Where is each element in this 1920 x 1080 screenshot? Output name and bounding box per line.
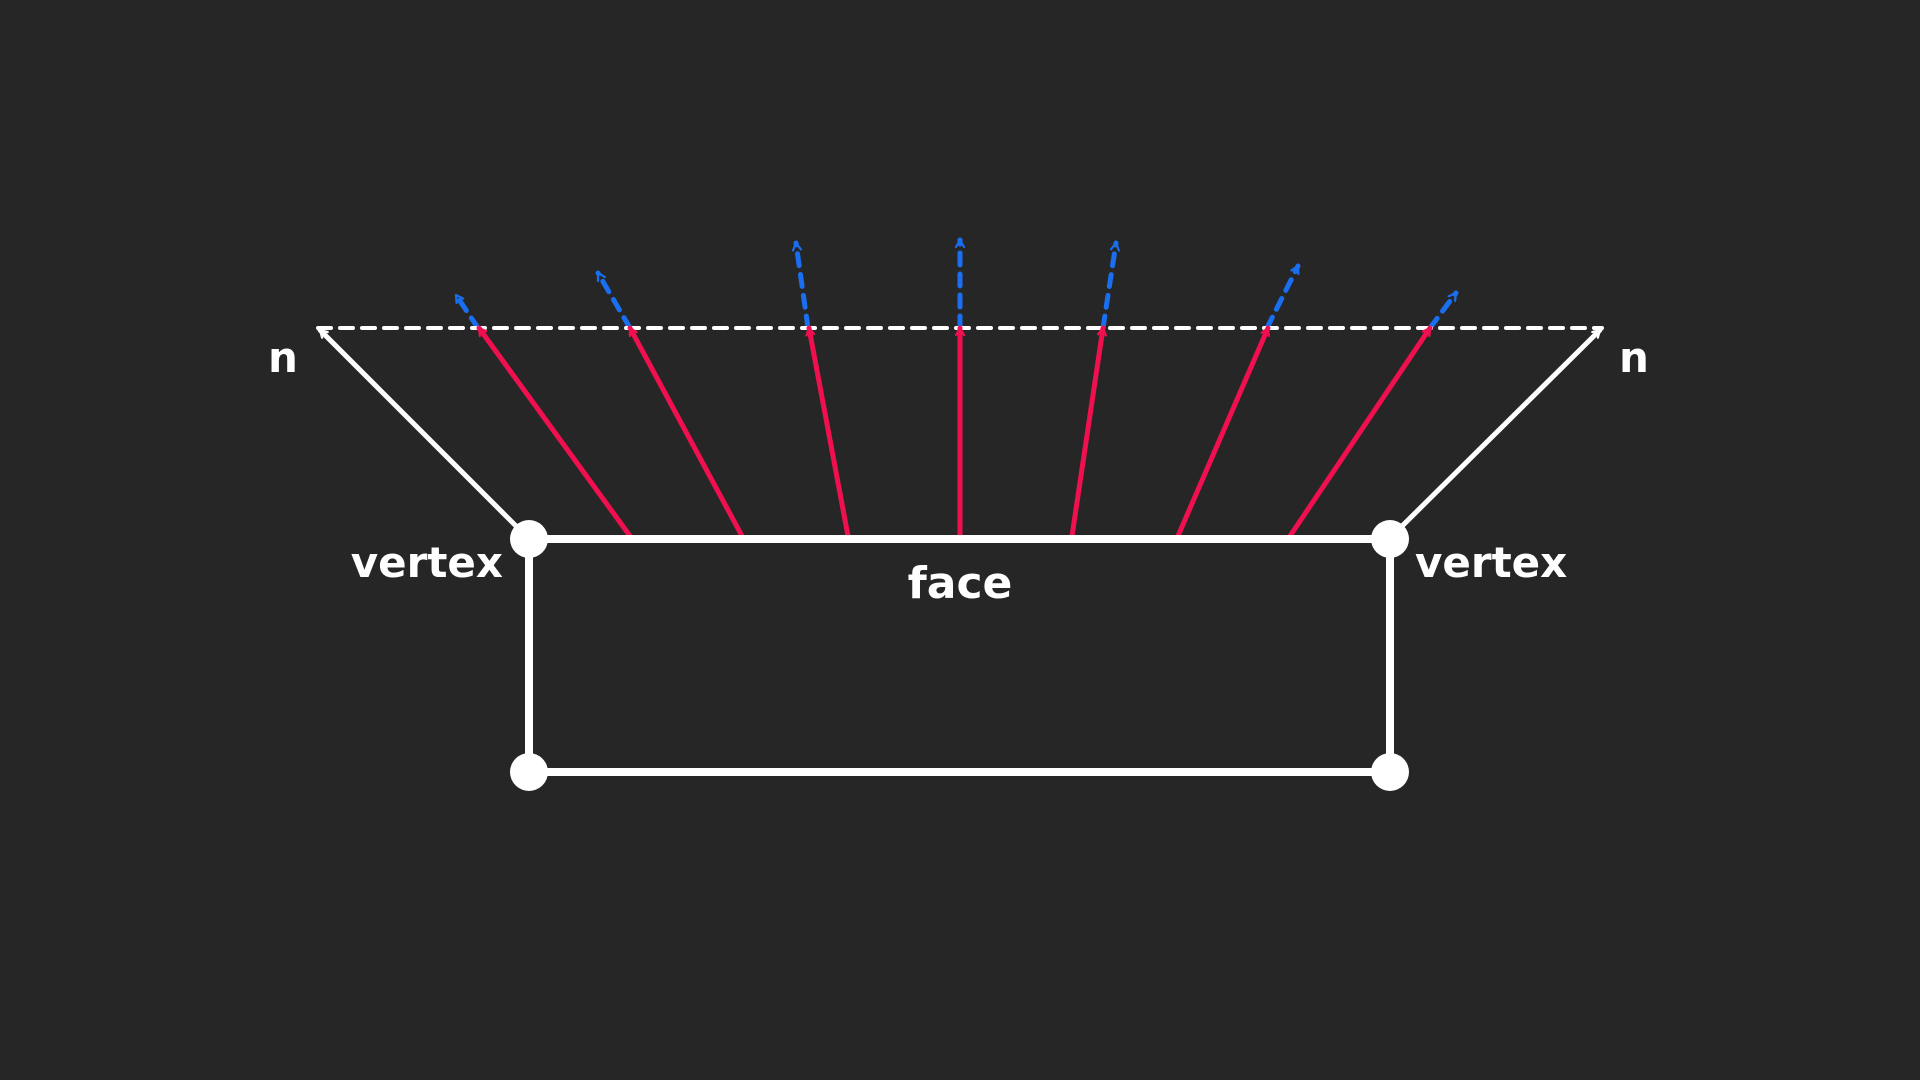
- red-arrow-3: [809, 325, 851, 539]
- vertex-top-right: [1371, 520, 1409, 558]
- vertex-normal-left: [317, 327, 531, 541]
- red-arrow-2: [627, 325, 745, 539]
- vertex-label-right: vertex: [1415, 538, 1567, 587]
- blue-arrow-3: [796, 240, 811, 331]
- red-arrow-6: [1175, 325, 1271, 539]
- vertex-bottom-right: [1371, 753, 1409, 791]
- vertex-normal-right: [1387, 327, 1603, 541]
- vertex-label-left: vertex: [351, 538, 503, 587]
- blue-arrow-5: [1100, 240, 1116, 331]
- normal-label-right: n: [1619, 333, 1649, 382]
- blue-arrow-7: [1427, 290, 1459, 331]
- vertex-top-left: [510, 520, 548, 558]
- face-label: face: [908, 558, 1013, 609]
- normalized-extension-arrows: [453, 237, 1459, 331]
- vertex-normals: [317, 327, 1603, 541]
- red-arrow-5: [1069, 325, 1103, 539]
- vertices: [510, 520, 1409, 791]
- red-arrow-7: [1287, 325, 1433, 539]
- vertex-bottom-left: [510, 753, 548, 791]
- interpolated-normals: [476, 325, 1433, 539]
- blue-arrow-2: [595, 270, 633, 331]
- blue-arrow-6: [1264, 263, 1301, 331]
- blue-arrow-1: [453, 292, 481, 331]
- normal-label-left: n: [268, 333, 298, 382]
- red-arrow-1: [476, 325, 633, 539]
- face-rectangle: [525, 535, 1394, 776]
